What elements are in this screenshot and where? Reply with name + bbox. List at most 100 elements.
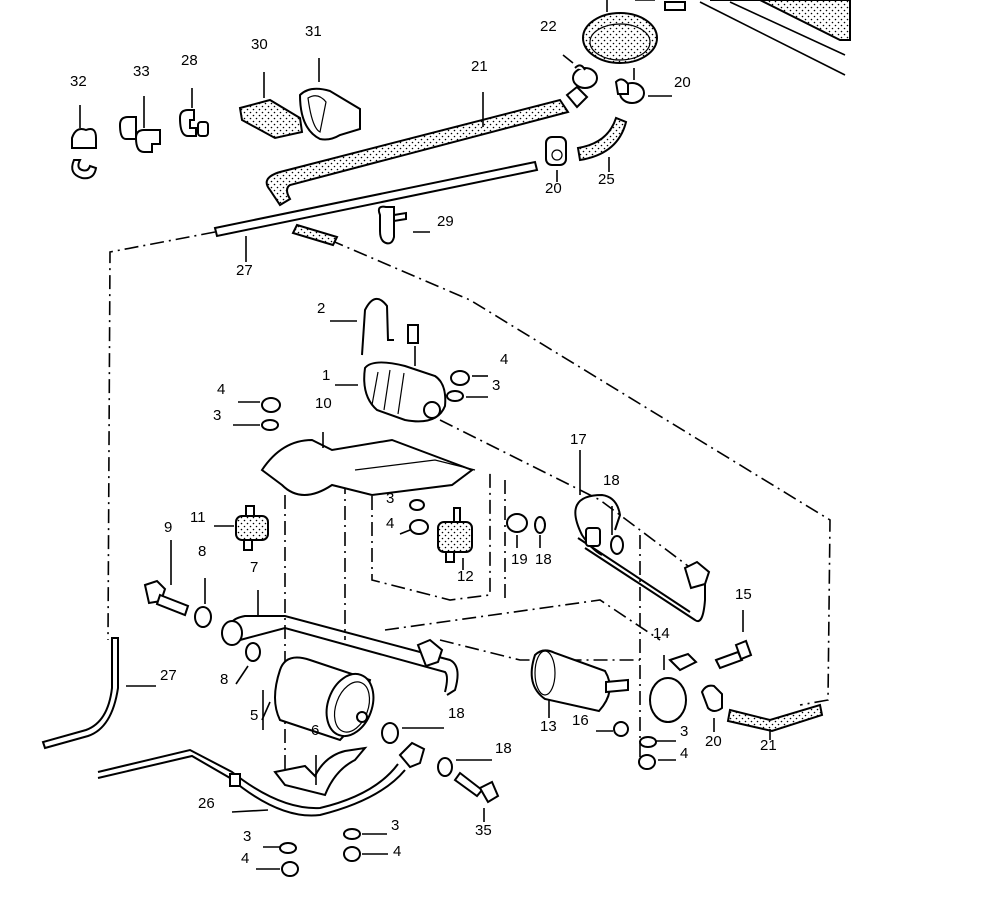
phantom-lines <box>107 231 831 770</box>
callout-3: 3 <box>391 817 399 834</box>
fuel-pipe-17 <box>574 450 706 622</box>
rubber-mount-12 <box>437 507 473 570</box>
callout-27: 27 <box>160 667 177 684</box>
fuel-hose-26 <box>97 741 426 817</box>
clip-29 <box>377 205 430 245</box>
fuel-filter-6 <box>262 656 375 742</box>
washer-18-filter <box>381 722 444 744</box>
callout-25: 25 <box>598 171 615 188</box>
washer-3-right <box>446 390 488 402</box>
callout-4: 4 <box>217 381 225 398</box>
callout-3: 3 <box>213 407 221 424</box>
leader-5 <box>261 701 271 721</box>
fuel-pipe-27-upper <box>213 160 539 262</box>
callout-3: 3 <box>386 490 394 507</box>
washer-3-bottom-left <box>263 842 297 854</box>
nut-4-right <box>450 370 488 386</box>
callout-4: 4 <box>393 843 401 860</box>
nut-4-center <box>399 519 429 535</box>
filter-bracket <box>273 746 368 797</box>
callout-20: 20 <box>705 733 722 750</box>
hose-clamp-20-right <box>700 684 723 732</box>
washer-3-center <box>409 499 425 511</box>
callout-8: 8 <box>220 671 228 688</box>
strap-2 <box>330 298 419 366</box>
fuel-tank-edge <box>664 0 851 76</box>
callout-3: 3 <box>492 377 500 394</box>
hose-25 <box>576 116 628 172</box>
callout-4: 4 <box>680 745 688 762</box>
fuel-hose-21-upper <box>265 85 589 207</box>
washer-18-bolt <box>437 757 492 777</box>
callout-4: 4 <box>241 850 249 867</box>
callout-15: 15 <box>735 586 752 603</box>
callout-10: 10 <box>315 395 332 412</box>
callout-11: 11 <box>190 509 206 526</box>
callout-3: 3 <box>243 828 251 845</box>
banjo-bolt-9 <box>143 540 190 617</box>
callout-14: 14 <box>653 625 670 642</box>
callout-20: 20 <box>674 74 691 91</box>
callout-3: 3 <box>680 723 688 740</box>
callout-30: 30 <box>251 36 268 53</box>
clip-33 <box>118 96 161 153</box>
callout-8: 8 <box>198 543 206 560</box>
hose-clamp-20-lower <box>545 136 567 182</box>
washer-18-right <box>610 506 624 555</box>
banjo-fitting-14 <box>683 560 711 590</box>
callout-35: 35 <box>475 822 492 839</box>
callout-4: 4 <box>500 351 508 368</box>
accumulator-clamp <box>649 652 698 723</box>
bracket-10 <box>260 432 476 497</box>
fuel-sender-unit <box>582 0 658 64</box>
nut-4-bottom-right <box>343 846 388 862</box>
callout-6: 6 <box>311 722 319 739</box>
callout-18: 18 <box>495 740 512 757</box>
grommet-strip <box>291 223 339 247</box>
washer-3-lower-right <box>639 736 676 748</box>
fuel-pipe-7 <box>221 590 459 696</box>
callout-21: 21 <box>760 737 777 754</box>
callout-29: 29 <box>437 213 454 230</box>
callout-labels: 1 2 3 3 3 3 3 3 4 4 4 4 4 4 5 6 7 8 8 9 … <box>70 18 777 867</box>
callout-28: 28 <box>181 52 198 69</box>
callout-5: 5 <box>250 707 258 724</box>
callout-19: 19 <box>511 551 528 568</box>
callout-18: 18 <box>603 472 620 489</box>
washer-3-left <box>233 419 279 431</box>
hose-clamp-20 <box>614 68 672 104</box>
callout-20: 20 <box>545 180 562 197</box>
hose-clamp-22 <box>562 54 598 89</box>
bolt-35 <box>453 771 500 822</box>
callout-18: 18 <box>535 551 552 568</box>
clip-30 <box>238 72 304 140</box>
nut-4-lower-right <box>638 754 676 770</box>
callout-12: 12 <box>457 568 474 585</box>
callout-7: 7 <box>250 559 258 576</box>
bolt-15 <box>714 610 753 670</box>
callout-21: 21 <box>471 58 488 75</box>
rubber-mount-11 <box>214 505 269 551</box>
callout-13: 13 <box>540 718 557 735</box>
callout-4: 4 <box>386 515 394 532</box>
callout-32: 32 <box>70 73 87 90</box>
washer-18-mid <box>534 516 546 548</box>
callout-22: 22 <box>540 18 557 35</box>
clip-31 <box>298 58 361 141</box>
callout-9: 9 <box>164 519 172 536</box>
callout-2: 2 <box>317 300 325 317</box>
callout-16: 16 <box>572 712 589 729</box>
callout-31: 31 <box>305 23 322 40</box>
fuel-accumulator-13 <box>530 649 629 718</box>
clip-32 <box>71 105 98 180</box>
washer-8-lower <box>235 642 261 685</box>
callout-17: 17 <box>570 431 587 448</box>
nut-4-left <box>238 397 281 413</box>
callout-27: 27 <box>236 262 253 279</box>
fuel-pump-1 <box>335 361 447 423</box>
nut-16 <box>596 721 629 737</box>
fuel-hose-21-lower <box>726 703 824 740</box>
fuel-pipe-27-lower <box>41 637 156 750</box>
nut-4-bottom-left <box>256 861 299 877</box>
